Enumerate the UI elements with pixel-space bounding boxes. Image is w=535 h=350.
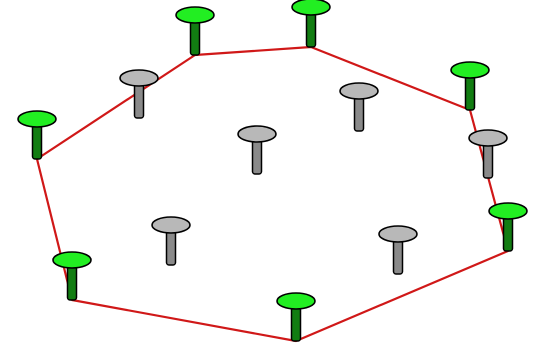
hull-pin-hull-top-right xyxy=(291,0,331,48)
hull-pin-hull-left xyxy=(17,110,57,160)
pin-head xyxy=(237,125,277,143)
hull-pin-hull-top-left xyxy=(175,6,215,56)
pin-head xyxy=(291,0,331,16)
interior-pin-interior-upper-left xyxy=(119,69,159,119)
pin-head xyxy=(119,69,159,87)
pin-head xyxy=(151,216,191,234)
hull-pin-hull-right-lower xyxy=(488,202,528,252)
hull-pin-hull-bottom xyxy=(276,292,316,342)
hull-boundary xyxy=(35,45,510,343)
pin-head xyxy=(378,225,418,243)
pin-head xyxy=(276,292,316,310)
pin-head xyxy=(450,61,490,79)
hull-pin-hull-right-upper xyxy=(450,61,490,111)
hull-polygon xyxy=(35,45,510,343)
interior-pin-interior-lower-right xyxy=(378,225,418,275)
pin-head xyxy=(339,82,379,100)
pin-head xyxy=(52,251,92,269)
interior-pin-interior-lower-left xyxy=(151,216,191,266)
pins-group xyxy=(17,0,528,342)
interior-pin-interior-right xyxy=(468,129,508,179)
interior-pin-interior-upper-right xyxy=(339,82,379,132)
pin-head xyxy=(175,6,215,24)
hull-pin-hull-bottom-left xyxy=(52,251,92,301)
pin-head xyxy=(468,129,508,147)
pin-head xyxy=(488,202,528,220)
interior-pin-interior-center xyxy=(237,125,277,175)
pin-head xyxy=(17,110,57,128)
